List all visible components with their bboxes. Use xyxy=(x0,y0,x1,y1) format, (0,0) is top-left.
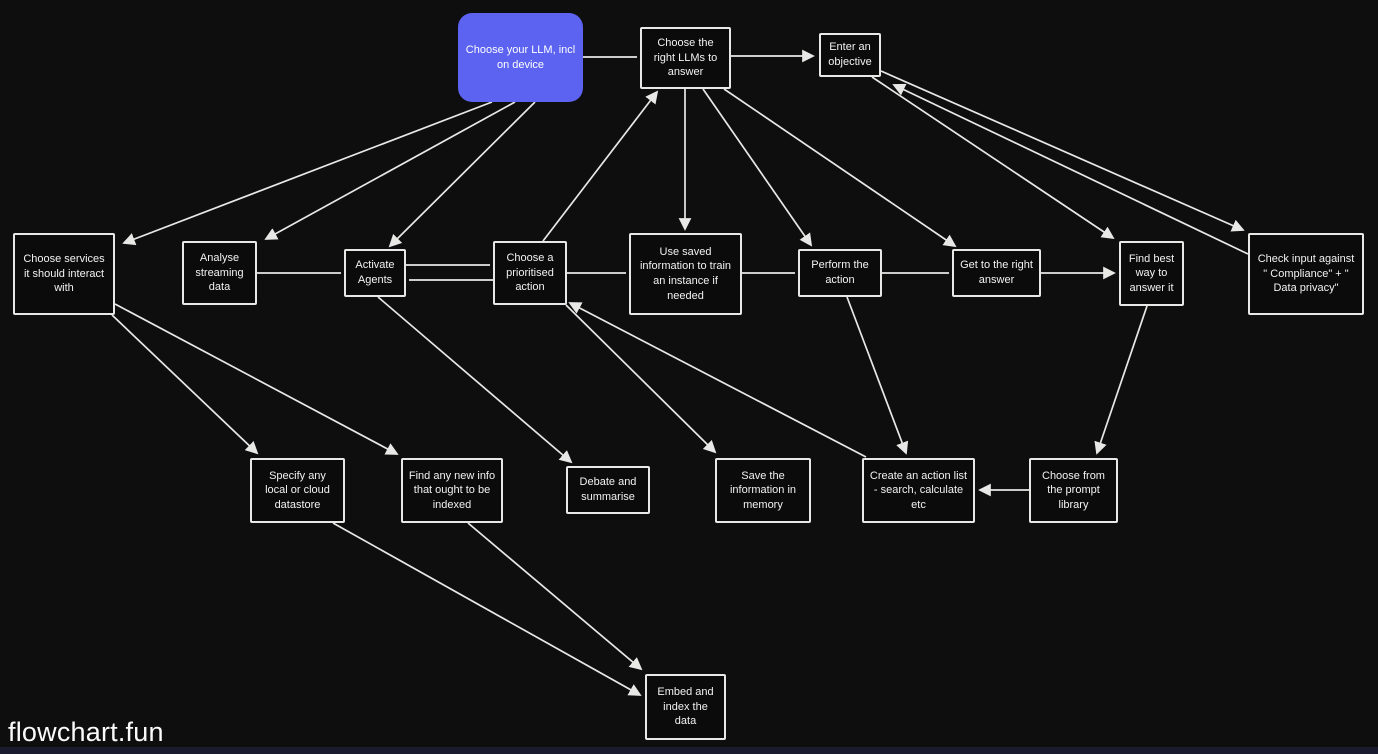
edge-specify-datastore-to-embed-index xyxy=(332,522,642,696)
node-save-information[interactable]: Save the information in memory xyxy=(715,458,811,523)
edge-choose-services-to-find-new-info xyxy=(114,303,399,455)
node-debate-summarise[interactable]: Debate and summarise xyxy=(566,466,650,514)
edge-choose-llm-to-analyse-streaming xyxy=(264,101,516,240)
node-label: Activate Agents xyxy=(355,259,395,286)
node-get-right-answer[interactable]: Get to the right answer xyxy=(952,249,1041,297)
node-label: Analyse streaming data xyxy=(195,252,244,294)
node-choose-services[interactable]: Choose services it should interact with xyxy=(13,233,115,315)
node-analyse-streaming[interactable]: Analyse streaming data xyxy=(182,241,257,305)
edge-choose-services-to-specify-datastore xyxy=(111,314,259,455)
node-label: Choose your LLM, incl on device xyxy=(465,43,576,71)
watermark-logo: flowchart.fun xyxy=(8,717,164,747)
node-activate-agents[interactable]: Activate Agents xyxy=(344,249,406,297)
node-find-new-info[interactable]: Find any new info that ought to be index… xyxy=(401,458,503,523)
node-label: Specify any local or cloud datastore xyxy=(265,469,330,511)
edge-choose-right-llms-to-perform-action xyxy=(702,88,813,247)
node-perform-action[interactable]: Perform the action xyxy=(798,249,882,297)
edge-group xyxy=(111,49,1249,696)
node-label: Find any new info that ought to be index… xyxy=(408,469,496,511)
node-label: Choose a prioritised action xyxy=(506,252,554,294)
node-check-input[interactable]: Check input against " Compliance" + " Da… xyxy=(1248,233,1364,315)
node-label: Debate and summarise xyxy=(579,476,637,503)
bottom-bar xyxy=(0,747,1378,754)
node-specify-datastore[interactable]: Specify any local or cloud datastore xyxy=(250,458,345,523)
edge-find-new-info-to-embed-index xyxy=(467,522,643,671)
node-label: Embed and index the data xyxy=(657,686,714,728)
node-choose-right-llms[interactable]: Choose the right LLMs to answer xyxy=(640,27,731,89)
node-label: Save the information in memory xyxy=(729,469,797,511)
edge-check-input-to-enter-objective xyxy=(892,83,1249,255)
node-create-action-list[interactable]: Create an action list - search, calculat… xyxy=(862,458,975,523)
node-choose-llm[interactable]: Choose your LLM, incl on device xyxy=(458,13,583,102)
node-label: Enter an objective xyxy=(828,41,872,68)
node-choose-prompt-library[interactable]: Choose from the prompt library xyxy=(1029,458,1118,523)
node-choose-prioritised[interactable]: Choose a prioritised action xyxy=(493,241,567,305)
node-embed-index[interactable]: Embed and index the data xyxy=(645,674,726,740)
node-find-best-way[interactable]: Find best way to answer it xyxy=(1119,241,1184,306)
edge-create-action-list-to-choose-prioritised xyxy=(568,302,867,458)
node-label: Check input against " Compliance" + " Da… xyxy=(1257,253,1355,295)
node-label: Create an action list - search, calculat… xyxy=(869,469,968,511)
edge-activate-agents-to-debate-summarise xyxy=(377,296,573,464)
edge-enter-objective-to-find-best-way xyxy=(871,76,1115,240)
node-label: Perform the action xyxy=(811,259,869,286)
edge-find-best-way-to-choose-prompt-library xyxy=(1094,305,1148,455)
node-enter-objective[interactable]: Enter an objective xyxy=(819,33,881,77)
edge-choose-prioritised-to-save-information xyxy=(565,304,717,454)
node-label: Choose services it should interact with xyxy=(23,253,105,295)
node-label: Choose from the prompt library xyxy=(1042,469,1105,511)
node-label: Choose the right LLMs to answer xyxy=(653,37,718,79)
edge-perform-action-to-create-action-list xyxy=(846,296,909,455)
edge-choose-right-llms-to-get-right-answer xyxy=(723,88,957,248)
node-label: Use saved information to train an instan… xyxy=(639,245,732,302)
edge-choose-llm-to-activate-agents xyxy=(388,101,536,248)
node-label: Get to the right answer xyxy=(960,259,1033,286)
edge-choose-prioritised-to-choose-right-llms xyxy=(542,90,659,242)
node-label: Find best way to answer it xyxy=(1128,252,1175,294)
edge-enter-objective-to-check-input xyxy=(880,70,1245,232)
edge-choose-llm-to-choose-services xyxy=(122,101,493,246)
node-use-saved-info[interactable]: Use saved information to train an instan… xyxy=(629,233,742,315)
